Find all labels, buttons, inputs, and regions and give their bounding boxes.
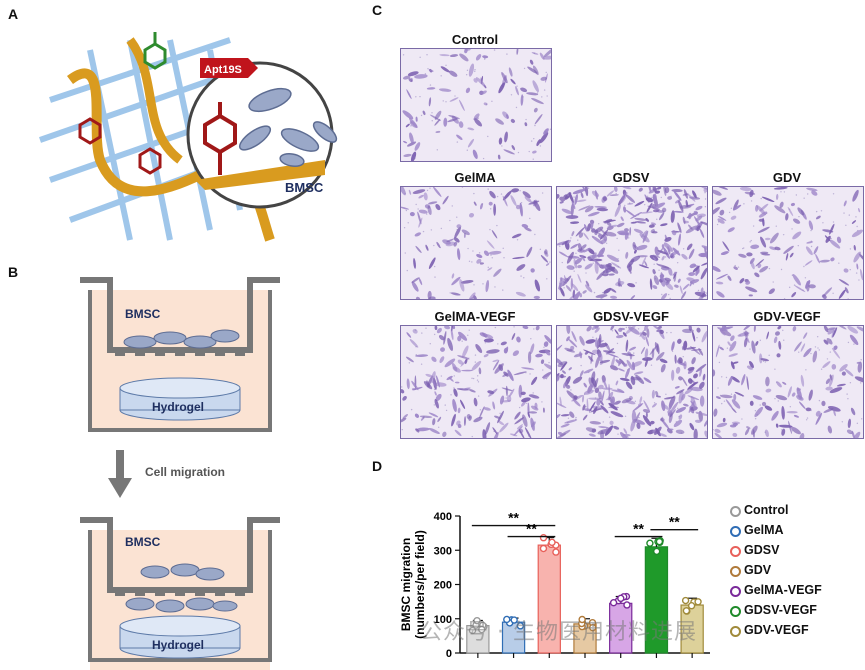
data-point	[503, 615, 511, 624]
micro-title-1: GelMA	[454, 170, 496, 185]
micro-image-2	[556, 186, 708, 300]
data-point	[652, 547, 661, 556]
legend-item-gdv: GDV	[730, 563, 771, 577]
micro-title-5: GDSV-VEGF	[593, 309, 669, 324]
data-point	[552, 548, 560, 556]
data-point	[468, 626, 477, 635]
data-point	[609, 598, 618, 607]
data-point	[617, 594, 625, 603]
micro-title-3: GDV	[772, 170, 802, 185]
data-point	[548, 538, 556, 547]
watermark-text: 公众号 · 生物医用材料进展	[420, 620, 697, 645]
molecule-icon-red-large	[203, 102, 237, 175]
data-point	[539, 534, 548, 542]
legend-item-gdv-vegf: GDV-VEGF	[730, 623, 809, 637]
panel-c-label: C	[372, 2, 383, 18]
legend-marker-6	[730, 626, 741, 637]
data-point	[588, 623, 597, 632]
bmsc-label-a: BMSC	[285, 180, 324, 195]
significance-label: **	[526, 521, 537, 537]
legend-marker-1	[730, 526, 741, 537]
y-tick-label: 100	[434, 614, 452, 626]
data-point	[578, 615, 586, 624]
legend-item-gelma-vegf: GelMA-VEGF	[730, 583, 822, 597]
data-point	[539, 544, 548, 553]
significance-label: **	[669, 514, 680, 530]
data-point	[681, 596, 690, 605]
apt-flag	[200, 58, 258, 78]
panel-a-label: A	[8, 6, 19, 22]
data-point	[473, 616, 481, 625]
bmsc-label-b-bottom: BMSC	[125, 535, 161, 549]
cell-icon	[238, 87, 338, 168]
transwell-top: BMSC Hydrogel	[80, 277, 280, 432]
micro-title-4: GelMA-VEGF	[434, 309, 516, 324]
data-point	[623, 601, 631, 609]
legend-marker-4	[730, 586, 741, 597]
data-point	[510, 616, 518, 624]
micro-image-5	[556, 325, 708, 439]
micro-image-0	[400, 48, 552, 162]
panel-a-illustration: Apt19S BMSC	[39, 32, 338, 242]
micro-image-1	[400, 186, 552, 300]
y-axis-label-line2: (numbers/per field)	[413, 530, 427, 639]
micro-image-4	[400, 325, 552, 439]
data-point	[687, 602, 696, 610]
y-tick-label: 200	[434, 580, 452, 592]
panel-b-label: B	[8, 264, 19, 280]
data-point	[682, 607, 691, 615]
panel-b-illustration: BMSC Hydrogel Cell migration BMSC Hydrog…	[80, 277, 280, 670]
legend-item-control: Control	[730, 503, 788, 517]
data-point	[655, 537, 664, 546]
micro-title-2: GDSV	[612, 170, 650, 185]
bmsc-label-b-top: BMSC	[125, 307, 161, 321]
hydrogel-label-bottom: Hydrogel	[152, 638, 204, 652]
y-tick-label: 300	[434, 545, 452, 557]
legend-marker-3	[730, 566, 741, 577]
apt-label: Apt19S	[204, 64, 242, 76]
panel-d-label: D	[372, 458, 383, 474]
micro-title-6: GDV-VEGF	[753, 309, 821, 324]
down-arrow-icon	[108, 450, 132, 498]
significance-label: **	[633, 521, 644, 537]
molecule-icon-red	[78, 117, 162, 175]
data-point	[516, 622, 525, 630]
hydrogel-label-top: Hydrogel	[152, 400, 204, 414]
y-tick-label: 0	[446, 648, 452, 660]
micro-image-3	[712, 186, 864, 300]
y-tick-label: 400	[434, 511, 452, 523]
transwell-bottom: BMSC Hydrogel	[80, 517, 280, 670]
legend-item-gelma: GelMA	[730, 523, 784, 537]
data-point	[478, 625, 486, 634]
legend-item-gdsv-vegf: GDSV-VEGF	[730, 603, 817, 617]
legend-marker-0	[730, 506, 741, 517]
molecule-icon-green	[143, 32, 167, 70]
significance-label: **	[508, 510, 519, 526]
micro-title-0: Control	[451, 32, 499, 47]
y-axis-label-line1: BMSC migration	[399, 538, 413, 631]
legend-marker-5	[730, 606, 741, 617]
cell-migration-label: Cell migration	[145, 465, 225, 479]
micro-image-6	[712, 325, 864, 439]
legend-item-gdsv: GDSV	[730, 543, 779, 557]
data-point	[646, 539, 654, 547]
legend-marker-2	[730, 546, 741, 557]
data-point	[694, 598, 702, 606]
